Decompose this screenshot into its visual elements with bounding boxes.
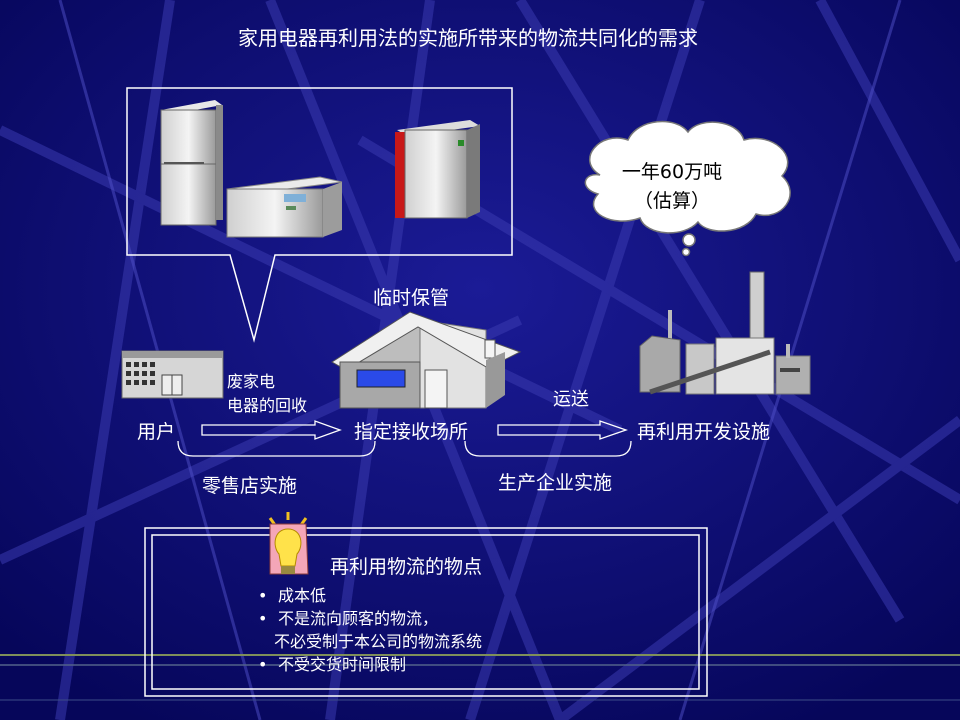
waste-collection-label: 废家电 电器的回收	[227, 370, 307, 418]
flow-arrows	[201, 420, 628, 440]
building-icon	[121, 350, 224, 399]
bullet-low-cost: 成本低	[278, 586, 327, 605]
merits-panel	[144, 527, 708, 697]
appliance-callout	[126, 87, 513, 343]
retailer-label: 零售店实施	[202, 475, 298, 497]
list-item-continuation: 不必受制于本公司的物流系统	[258, 630, 482, 653]
recycling-facility-label: 再利用开发设施	[637, 421, 771, 443]
merits-list: •成本低 •不是流向顾客的物流， 不必受制于本公司的物流系统 •不受交货时间限制	[258, 584, 482, 676]
bullet-no-delivery-limit: 不受交货时间限制	[278, 655, 407, 674]
thought-cloud-icon	[584, 120, 791, 257]
list-item: •不受交货时间限制	[258, 655, 407, 674]
cloud-annotation: 一年60万吨 （估算）	[592, 158, 752, 216]
panel-heading: 再利用物流的物点	[330, 556, 483, 578]
cloud-estimate-note: （估算）	[633, 190, 710, 212]
arrow-site-to-facility	[497, 420, 628, 440]
waste-collection-line2: 电器的回收	[227, 396, 308, 415]
factory-icon	[639, 271, 811, 395]
manufacturer-label: 生产企业实施	[498, 472, 613, 494]
transport-label: 运送	[553, 389, 589, 410]
cloud-annual-volume: 一年60万吨	[621, 161, 723, 183]
bottom-rules	[0, 654, 960, 701]
air-conditioner-icon	[226, 176, 343, 238]
retailer-bracket	[177, 440, 376, 457]
bullet-not-customer-flow: 不是流向顾客的物流，	[278, 609, 439, 628]
lightbulb-icon	[268, 512, 309, 575]
page-title: 家用电器再利用法的实施所带来的物流共同化的需求	[238, 26, 698, 50]
heater-icon	[395, 120, 480, 219]
arrow-user-to-site	[201, 420, 342, 440]
warehouse-icon	[331, 311, 522, 409]
list-item: •不是流向顾客的物流，	[258, 609, 439, 628]
waste-collection-line1: 废家电	[227, 372, 276, 391]
brackets	[177, 440, 632, 457]
user-label: 用户	[137, 421, 176, 443]
bullet-continuation: 不必受制于本公司的物流系统	[274, 632, 483, 651]
refrigerator-icon	[160, 100, 223, 226]
manufacturer-bracket	[464, 440, 632, 457]
temp-storage-label: 临时保管	[373, 287, 450, 309]
collection-site-label: 指定接收场所	[354, 421, 469, 443]
list-item: •成本低	[258, 586, 327, 605]
